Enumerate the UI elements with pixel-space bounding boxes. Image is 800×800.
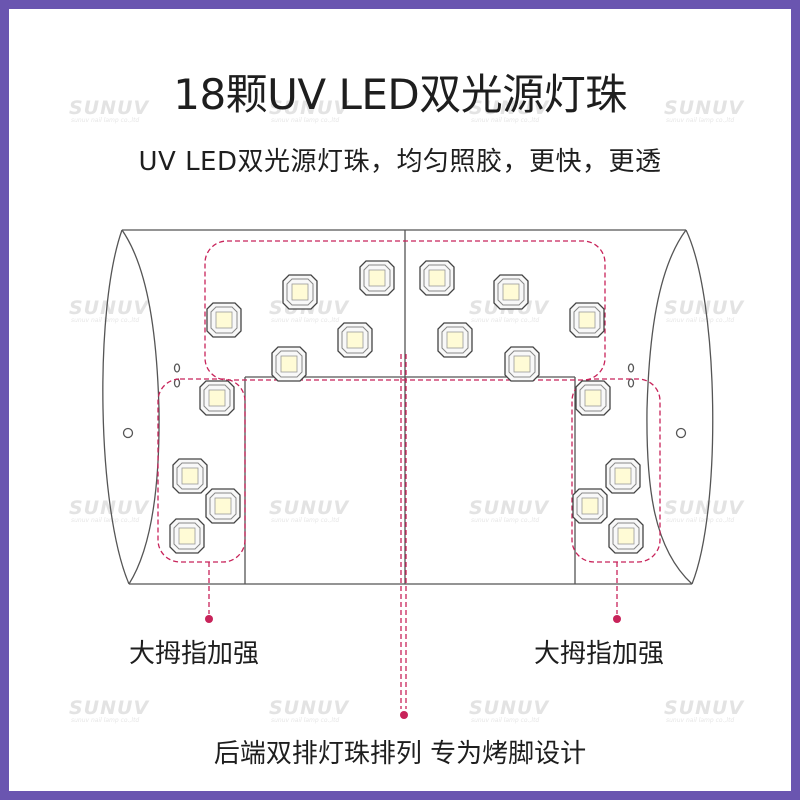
right-callout-dot: [613, 615, 621, 623]
led-bead: [359, 260, 395, 296]
led-bead: [575, 380, 611, 416]
bottom-callout-dot: [400, 711, 408, 719]
watermark: SUNUV: [69, 497, 149, 524]
led-bead: [437, 322, 473, 358]
page-title: 18颗UV LED双光源灯珠: [173, 70, 627, 119]
led-bead: [205, 488, 241, 524]
page-subtitle: UV LED双光源灯珠，均匀照胶，更快，更透: [138, 147, 662, 177]
watermark: SUNUV: [69, 697, 149, 724]
watermark: SUNUV: [664, 697, 744, 724]
led-bead: [199, 380, 235, 416]
watermark: SUNUV: [469, 497, 549, 524]
led-bead: [337, 322, 373, 358]
watermark: SUNUV: [69, 97, 149, 124]
led-bead: [608, 518, 644, 554]
watermark: SUNUV: [269, 697, 349, 724]
led-bead: [504, 346, 540, 382]
led-bead: [169, 518, 205, 554]
left-callout-dot: [205, 615, 213, 623]
watermark: SUNUV: [664, 497, 744, 524]
left-thumb-label: 大拇指加强: [129, 639, 260, 669]
led-bead: [282, 274, 318, 310]
watermark: SUNUV: [664, 97, 744, 124]
right-thumb-label: 大拇指加强: [534, 639, 665, 669]
watermark: SUNUV: [664, 297, 744, 324]
led-bead: [572, 488, 608, 524]
right-thumb-zone-highlight: [571, 378, 661, 563]
led-bead: [493, 274, 529, 310]
led-bead: [605, 458, 641, 494]
led-bead: [569, 302, 605, 338]
bottom-caption: 后端双排灯珠排列 专为烤脚设计: [213, 739, 587, 769]
watermark: SUNUV: [269, 97, 349, 124]
left-thumb-zone-highlight: [157, 378, 246, 563]
led-bead: [172, 458, 208, 494]
led-bead: [206, 302, 242, 338]
led-bead: [271, 346, 307, 382]
lamp-top-view-diagram: [102, 229, 714, 719]
led-bead: [419, 260, 455, 296]
upper-led-zone-highlight: [204, 240, 606, 381]
watermark: SUNUV: [69, 297, 149, 324]
watermark: SUNUV: [469, 97, 549, 124]
watermark: SUNUV: [269, 497, 349, 524]
watermark: SUNUV: [469, 697, 549, 724]
